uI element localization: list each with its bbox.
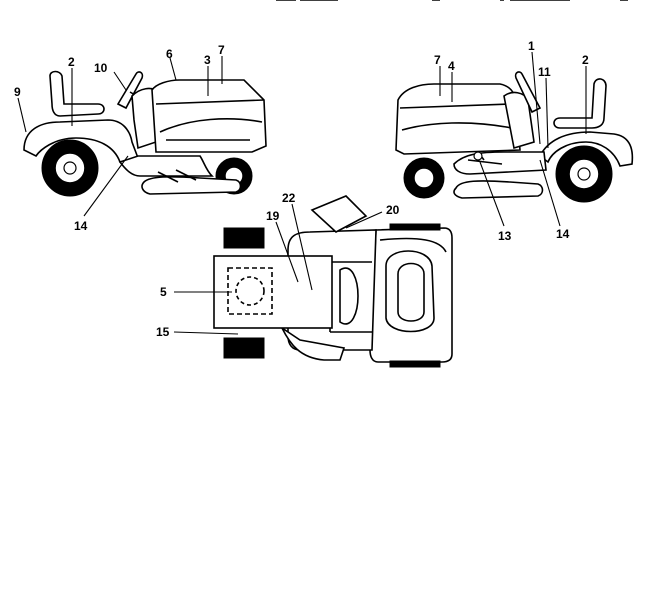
- frame-left: [118, 155, 214, 177]
- callout-10: 10: [94, 61, 108, 75]
- tractor-left-side-view: [23, 70, 267, 197]
- callout-11: 11: [538, 65, 551, 79]
- callout-4: 4: [448, 59, 455, 73]
- rear-fender-right: [538, 131, 634, 167]
- steering-wheel-left: [116, 71, 144, 110]
- callout-2-left: 2: [68, 55, 75, 69]
- part-labels: 9 2 10 6 3 7 14 7 4 1 11 2 13 14 22 20 1…: [14, 39, 589, 339]
- mower-deck-right: [453, 180, 544, 199]
- leader-lines: [17, 51, 587, 335]
- callout-7-left: 7: [218, 43, 225, 57]
- callout-22: 22: [282, 191, 296, 205]
- decal-area-top: [227, 267, 273, 315]
- callout-20: 20: [386, 203, 400, 217]
- callout-15: 15: [156, 325, 170, 339]
- callout-13: 13: [498, 229, 512, 243]
- callout-7-right: 7: [434, 53, 441, 67]
- tractor-right-side-view: [395, 71, 634, 203]
- callout-6: 6: [166, 47, 173, 61]
- callout-5: 5: [160, 285, 167, 299]
- seat-box-top: [213, 255, 333, 329]
- callout-9: 9: [14, 85, 21, 99]
- callout-19: 19: [266, 209, 280, 223]
- steering-wheel-right: [514, 71, 542, 114]
- hood-left: [151, 79, 267, 153]
- discharge-chute-top: [279, 325, 346, 361]
- seat-right: [553, 78, 607, 129]
- steering-wheel-top: [310, 195, 368, 233]
- dash-right: [503, 91, 535, 150]
- callout-1: 1: [528, 39, 535, 53]
- callout-14-right: 14: [556, 227, 570, 241]
- tractor-top-view: [213, 195, 453, 368]
- hood-right: [395, 83, 521, 155]
- seat-left: [49, 70, 105, 117]
- callout-2-right: 2: [582, 53, 589, 67]
- callout-3: 3: [204, 53, 211, 67]
- callout-14-left: 14: [74, 219, 88, 233]
- mower-deck-left: [141, 176, 242, 195]
- decal-circle-top: [235, 276, 265, 306]
